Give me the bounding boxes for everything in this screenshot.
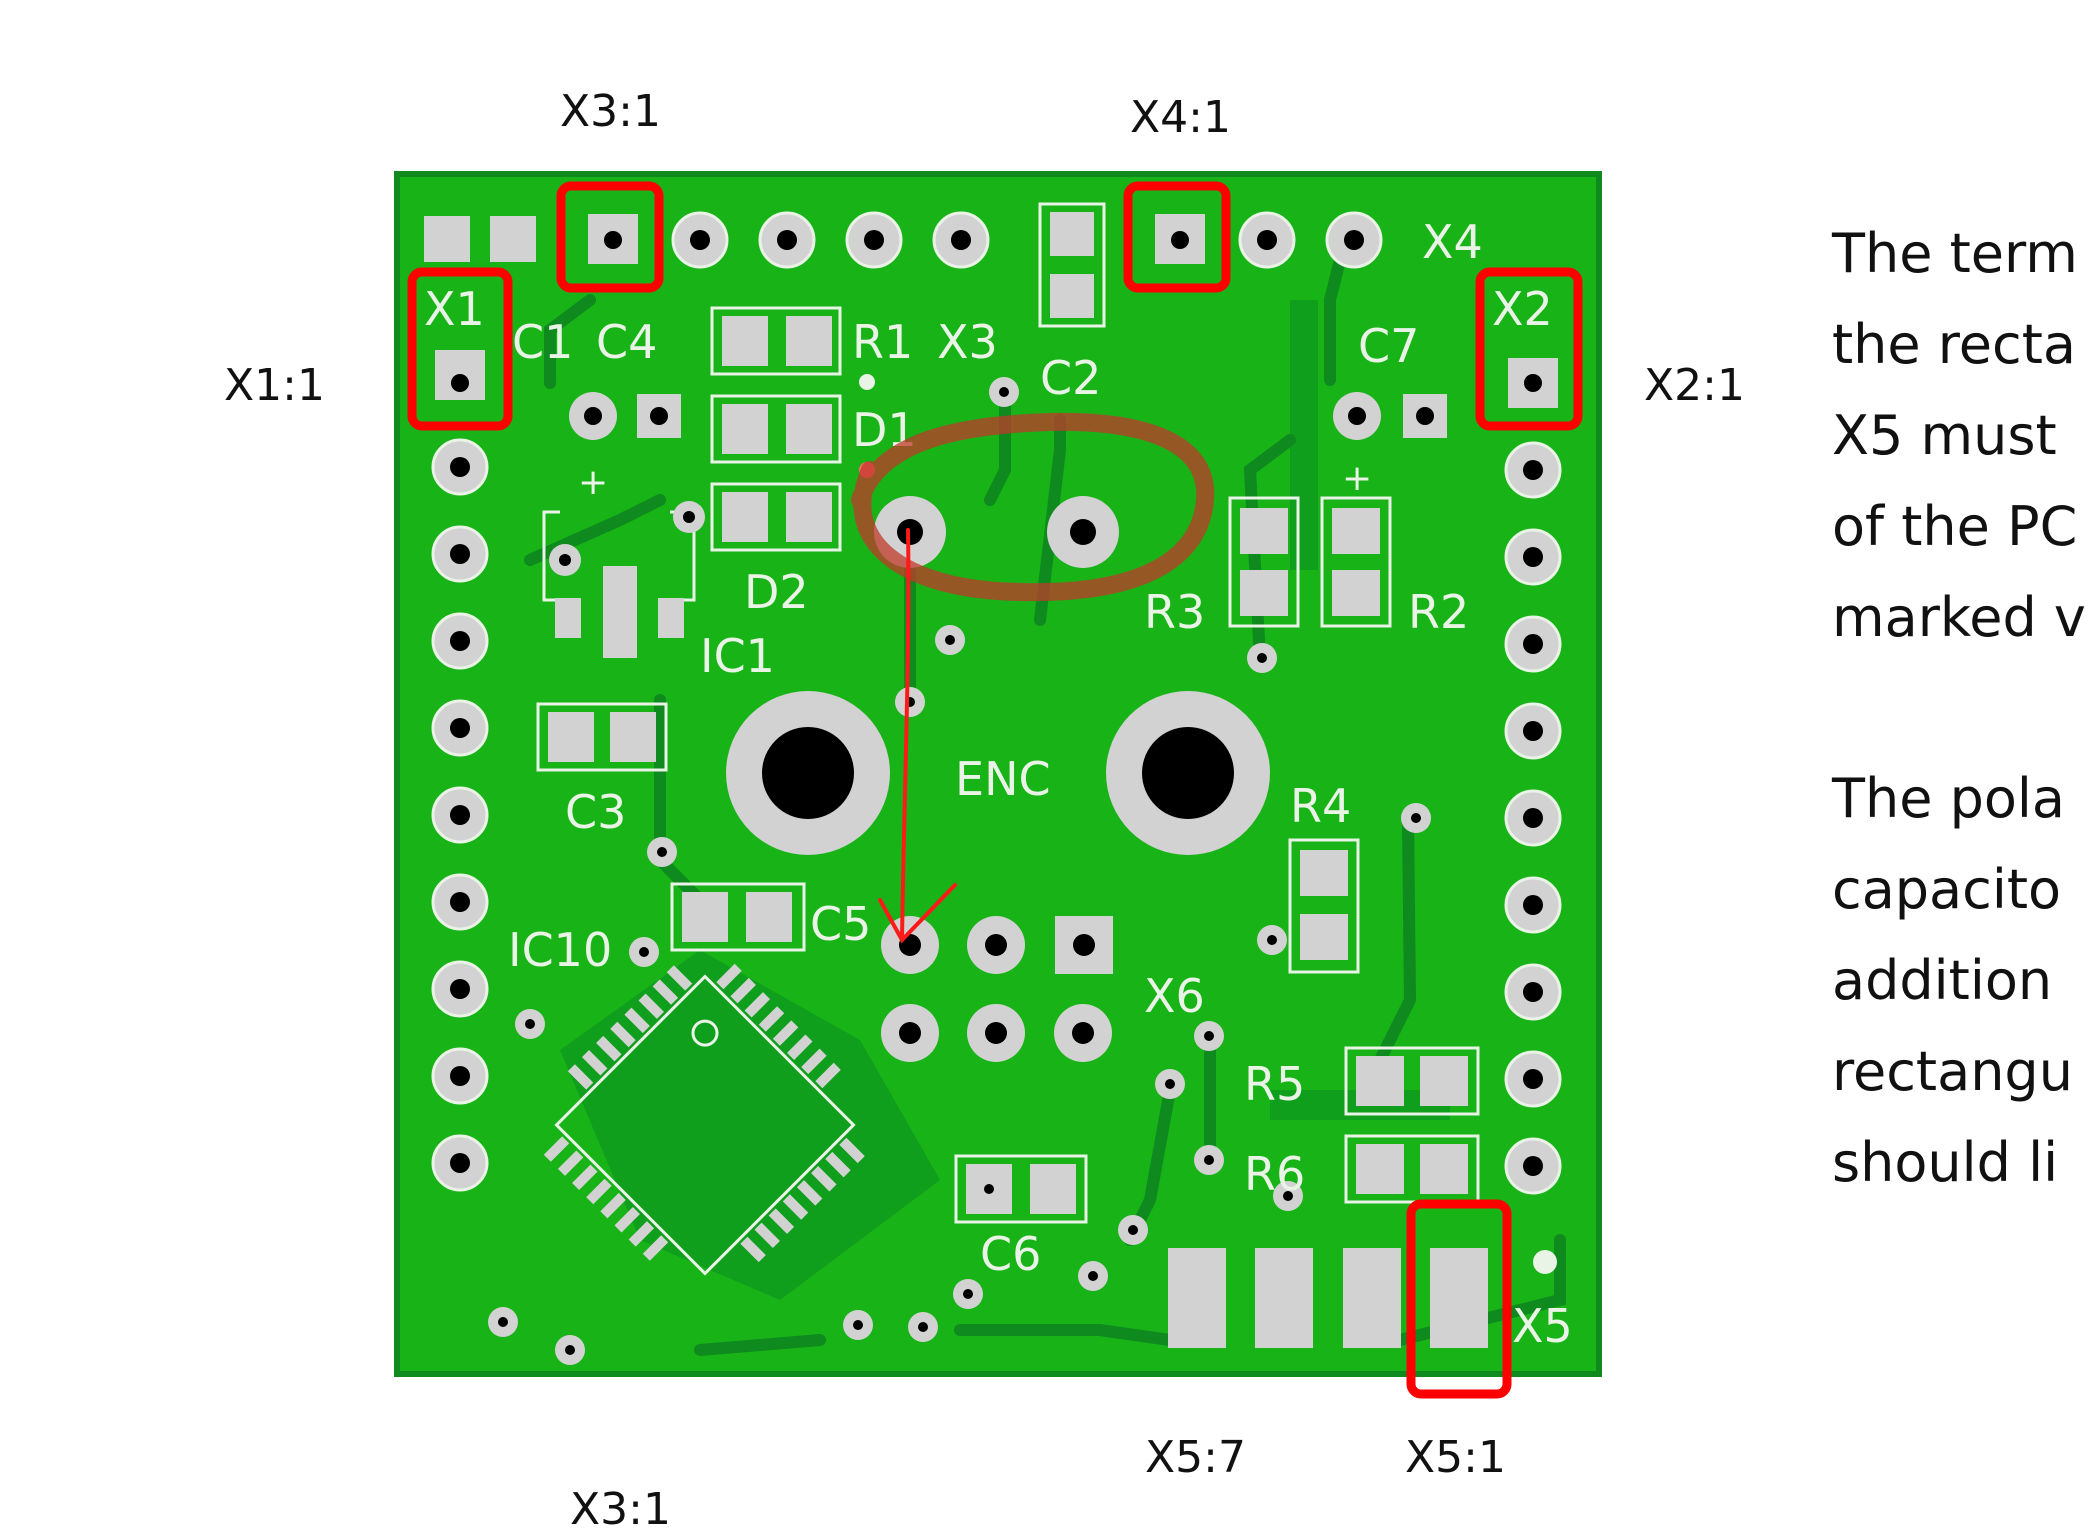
silk-x4: X4	[1422, 215, 1483, 269]
highlight-x2-1	[1475, 267, 1583, 431]
notes-line: marked v	[1832, 586, 2086, 649]
notes-line: rectangu	[1832, 1040, 2073, 1103]
silk-c3: C3	[565, 785, 626, 839]
silk-x2: X2	[1492, 282, 1553, 336]
silk-ic1: IC1	[700, 629, 775, 683]
r5-r6-pads	[1344, 1046, 1480, 1204]
silk-x1: X1	[424, 282, 485, 336]
ic10-qfp-footprint	[543, 963, 865, 1276]
highlight-x1-1	[407, 267, 513, 431]
notes-line: The term	[1832, 222, 2078, 285]
encoder-footprint	[726, 496, 1270, 855]
highlight-x3-1	[556, 181, 664, 293]
callout-x1-1: X1:1	[224, 360, 325, 411]
callout-x3-1-bottom: X3:1	[570, 1484, 671, 1535]
silk-c2: C2	[1040, 351, 1101, 405]
via-holes	[498, 387, 1421, 1355]
highlight-boxes	[407, 181, 1583, 1399]
x1-header-pads	[431, 350, 489, 1192]
notes-text: The term the recta X5 must of the PC mar…	[1832, 208, 2086, 1298]
x2-header-pads	[1504, 358, 1562, 1195]
silk-c6: C6	[980, 1227, 1041, 1281]
vias	[488, 377, 1431, 1365]
silk-c5: C5	[810, 897, 871, 951]
c7-pads	[1333, 392, 1447, 440]
smd-resistor-pads	[710, 306, 842, 552]
silk-x6: X6	[1144, 969, 1205, 1023]
c4-pads	[569, 392, 681, 440]
silkscreen-labels: X1 C1 C4 R1 X3 C2 D1 D2 IC1 C3 ENC X4 C7…	[424, 215, 1573, 1353]
callout-x5-1: X5:1	[1405, 1432, 1506, 1483]
silk-plus-left: +	[578, 462, 608, 503]
c5-pads	[670, 882, 806, 952]
pin1-dot	[859, 374, 875, 390]
r4-pads	[1288, 838, 1360, 974]
x3-header-pads	[424, 211, 990, 269]
silk-r4: R4	[1290, 779, 1351, 833]
notes-line: should li	[1832, 1131, 2059, 1194]
highlight-x4-1	[1123, 181, 1231, 293]
silk-enc: ENC	[955, 752, 1051, 806]
c2-pads	[1038, 202, 1106, 328]
silk-c1: C1	[512, 315, 573, 369]
x5-connector-pads	[1168, 1248, 1488, 1348]
notes-line: of the PC	[1832, 495, 2078, 558]
callout-x3-1-top: X3:1	[560, 86, 661, 137]
notes-line: The pola	[1832, 767, 2066, 830]
pin1-dot	[1533, 1250, 1557, 1274]
notes-paragraph-1: The term the recta X5 must of the PC mar…	[1832, 208, 2086, 663]
notes-paragraph-2: The pola capacito addition rectangu shou…	[1832, 753, 2073, 1208]
annotation-arrow	[878, 528, 957, 944]
r2-r3-pads	[1228, 496, 1392, 628]
callout-x2-1: X2:1	[1644, 360, 1745, 411]
c6-pads	[954, 1154, 1088, 1224]
silk-r1: R1	[852, 315, 913, 369]
notes-line: X5 must	[1832, 404, 2057, 467]
ic1-footprint	[542, 501, 705, 658]
silk-r3: R3	[1144, 585, 1205, 639]
notes-line: capacito	[1832, 858, 2062, 921]
callout-x5-7: X5:7	[1145, 1432, 1246, 1483]
silk-d2: D2	[744, 565, 809, 619]
silk-ic10: IC10	[508, 923, 612, 977]
silk-c4: C4	[596, 315, 657, 369]
c3-pads	[536, 702, 668, 772]
notes-line: addition	[1832, 949, 2053, 1012]
silk-r6: R6	[1244, 1147, 1305, 1201]
silk-c7: C7	[1358, 319, 1419, 373]
x4-header-pads	[1155, 211, 1383, 269]
x6-header-pads	[881, 916, 1113, 1062]
silk-r5: R5	[1244, 1057, 1305, 1111]
silk-r2: R2	[1408, 585, 1469, 639]
silk-x3: X3	[937, 315, 998, 369]
notes-line: the recta	[1832, 313, 2076, 376]
annotation-circle	[851, 412, 1215, 602]
silk-plus-right: +	[1342, 458, 1372, 499]
callout-x4-1: X4:1	[1130, 92, 1231, 143]
highlight-x5-1	[1406, 1199, 1512, 1399]
silk-x5: X5	[1512, 1299, 1573, 1353]
